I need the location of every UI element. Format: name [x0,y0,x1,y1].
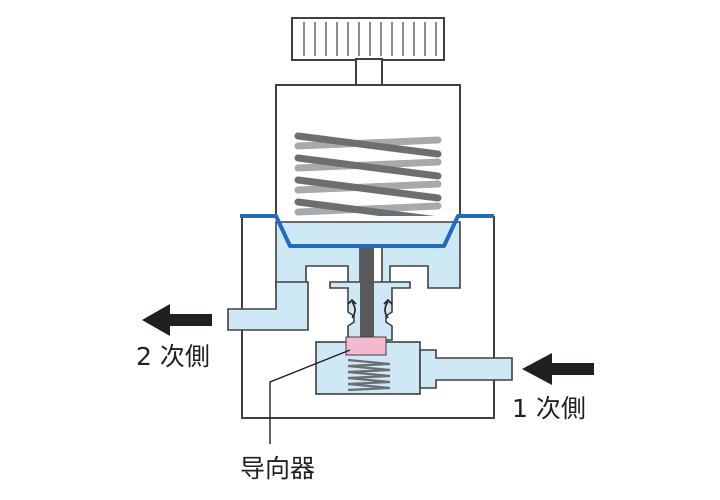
lower-spring-coil [347,358,391,368]
curl-arrow-right-head [383,298,393,305]
curl-arrow-right-icon [384,301,389,319]
guide-block [345,336,387,356]
guide-leader-line [269,349,351,444]
lower-spring-coil [347,364,391,374]
lower-spring-coil [347,370,391,380]
knob-neck [355,58,383,86]
secondary-side-label: 2 次側 [136,342,210,371]
spring-coil [294,176,442,202]
inlet-arrow [522,353,594,385]
lower-spring [347,358,391,392]
curl-arrow-left-icon [351,301,356,319]
curl-arrow-left-head [347,298,357,305]
primary-side-label: 1 次側 [512,394,586,423]
outlet-arrow-shaft [168,314,212,326]
spring-coil [294,154,442,180]
guide-label: 导向器 [240,454,316,483]
knurl-lines [303,22,437,56]
valve-stem [360,246,374,342]
outlet-passage [227,281,309,331]
spring-coil [294,132,442,158]
diaphragm [240,214,494,248]
left-arrow-icon [142,304,170,336]
inlet-passage [419,349,513,389]
knurled-knob-icon [291,17,445,61]
outlet-arrow [142,304,212,336]
adjustment-knob [291,17,445,86]
inlet-arrow-shaft [550,363,594,375]
left-arrow-icon [522,353,552,385]
flow-curl-arrows [347,298,393,319]
lower-spring-coil [347,382,391,392]
lower-spring-coil [347,376,391,386]
